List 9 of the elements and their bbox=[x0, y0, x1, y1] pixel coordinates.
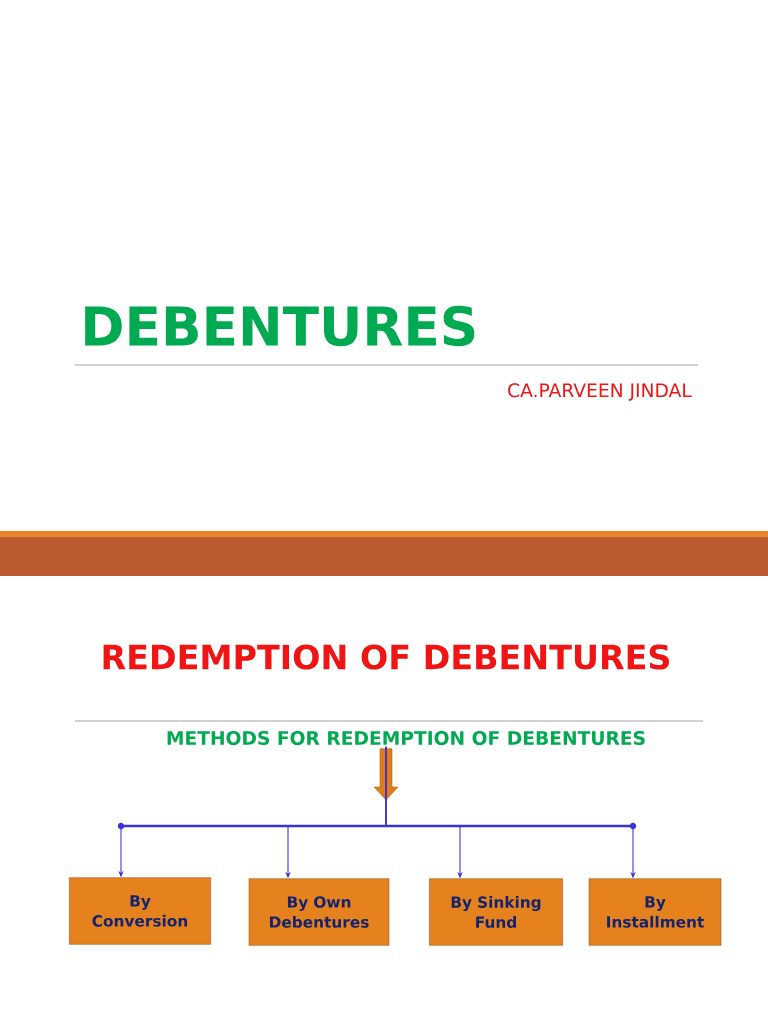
title: DEBENTURES bbox=[85, 305, 475, 347]
method-box: By Own Debentures bbox=[248, 878, 390, 946]
slide-heading: REDEMPTION OF DEBENTURES bbox=[103, 644, 669, 670]
heading-text: METHODS FOR REDEMPTION OF DEBENTURES bbox=[167, 730, 645, 746]
method-box: By Sinking Fund bbox=[429, 878, 563, 946]
method-box: By Installment bbox=[588, 878, 722, 946]
branch-connector bbox=[117, 748, 637, 830]
subtitle: CA.PARVEEN JINDAL bbox=[508, 383, 692, 401]
method-box: By Conversion bbox=[69, 877, 211, 945]
